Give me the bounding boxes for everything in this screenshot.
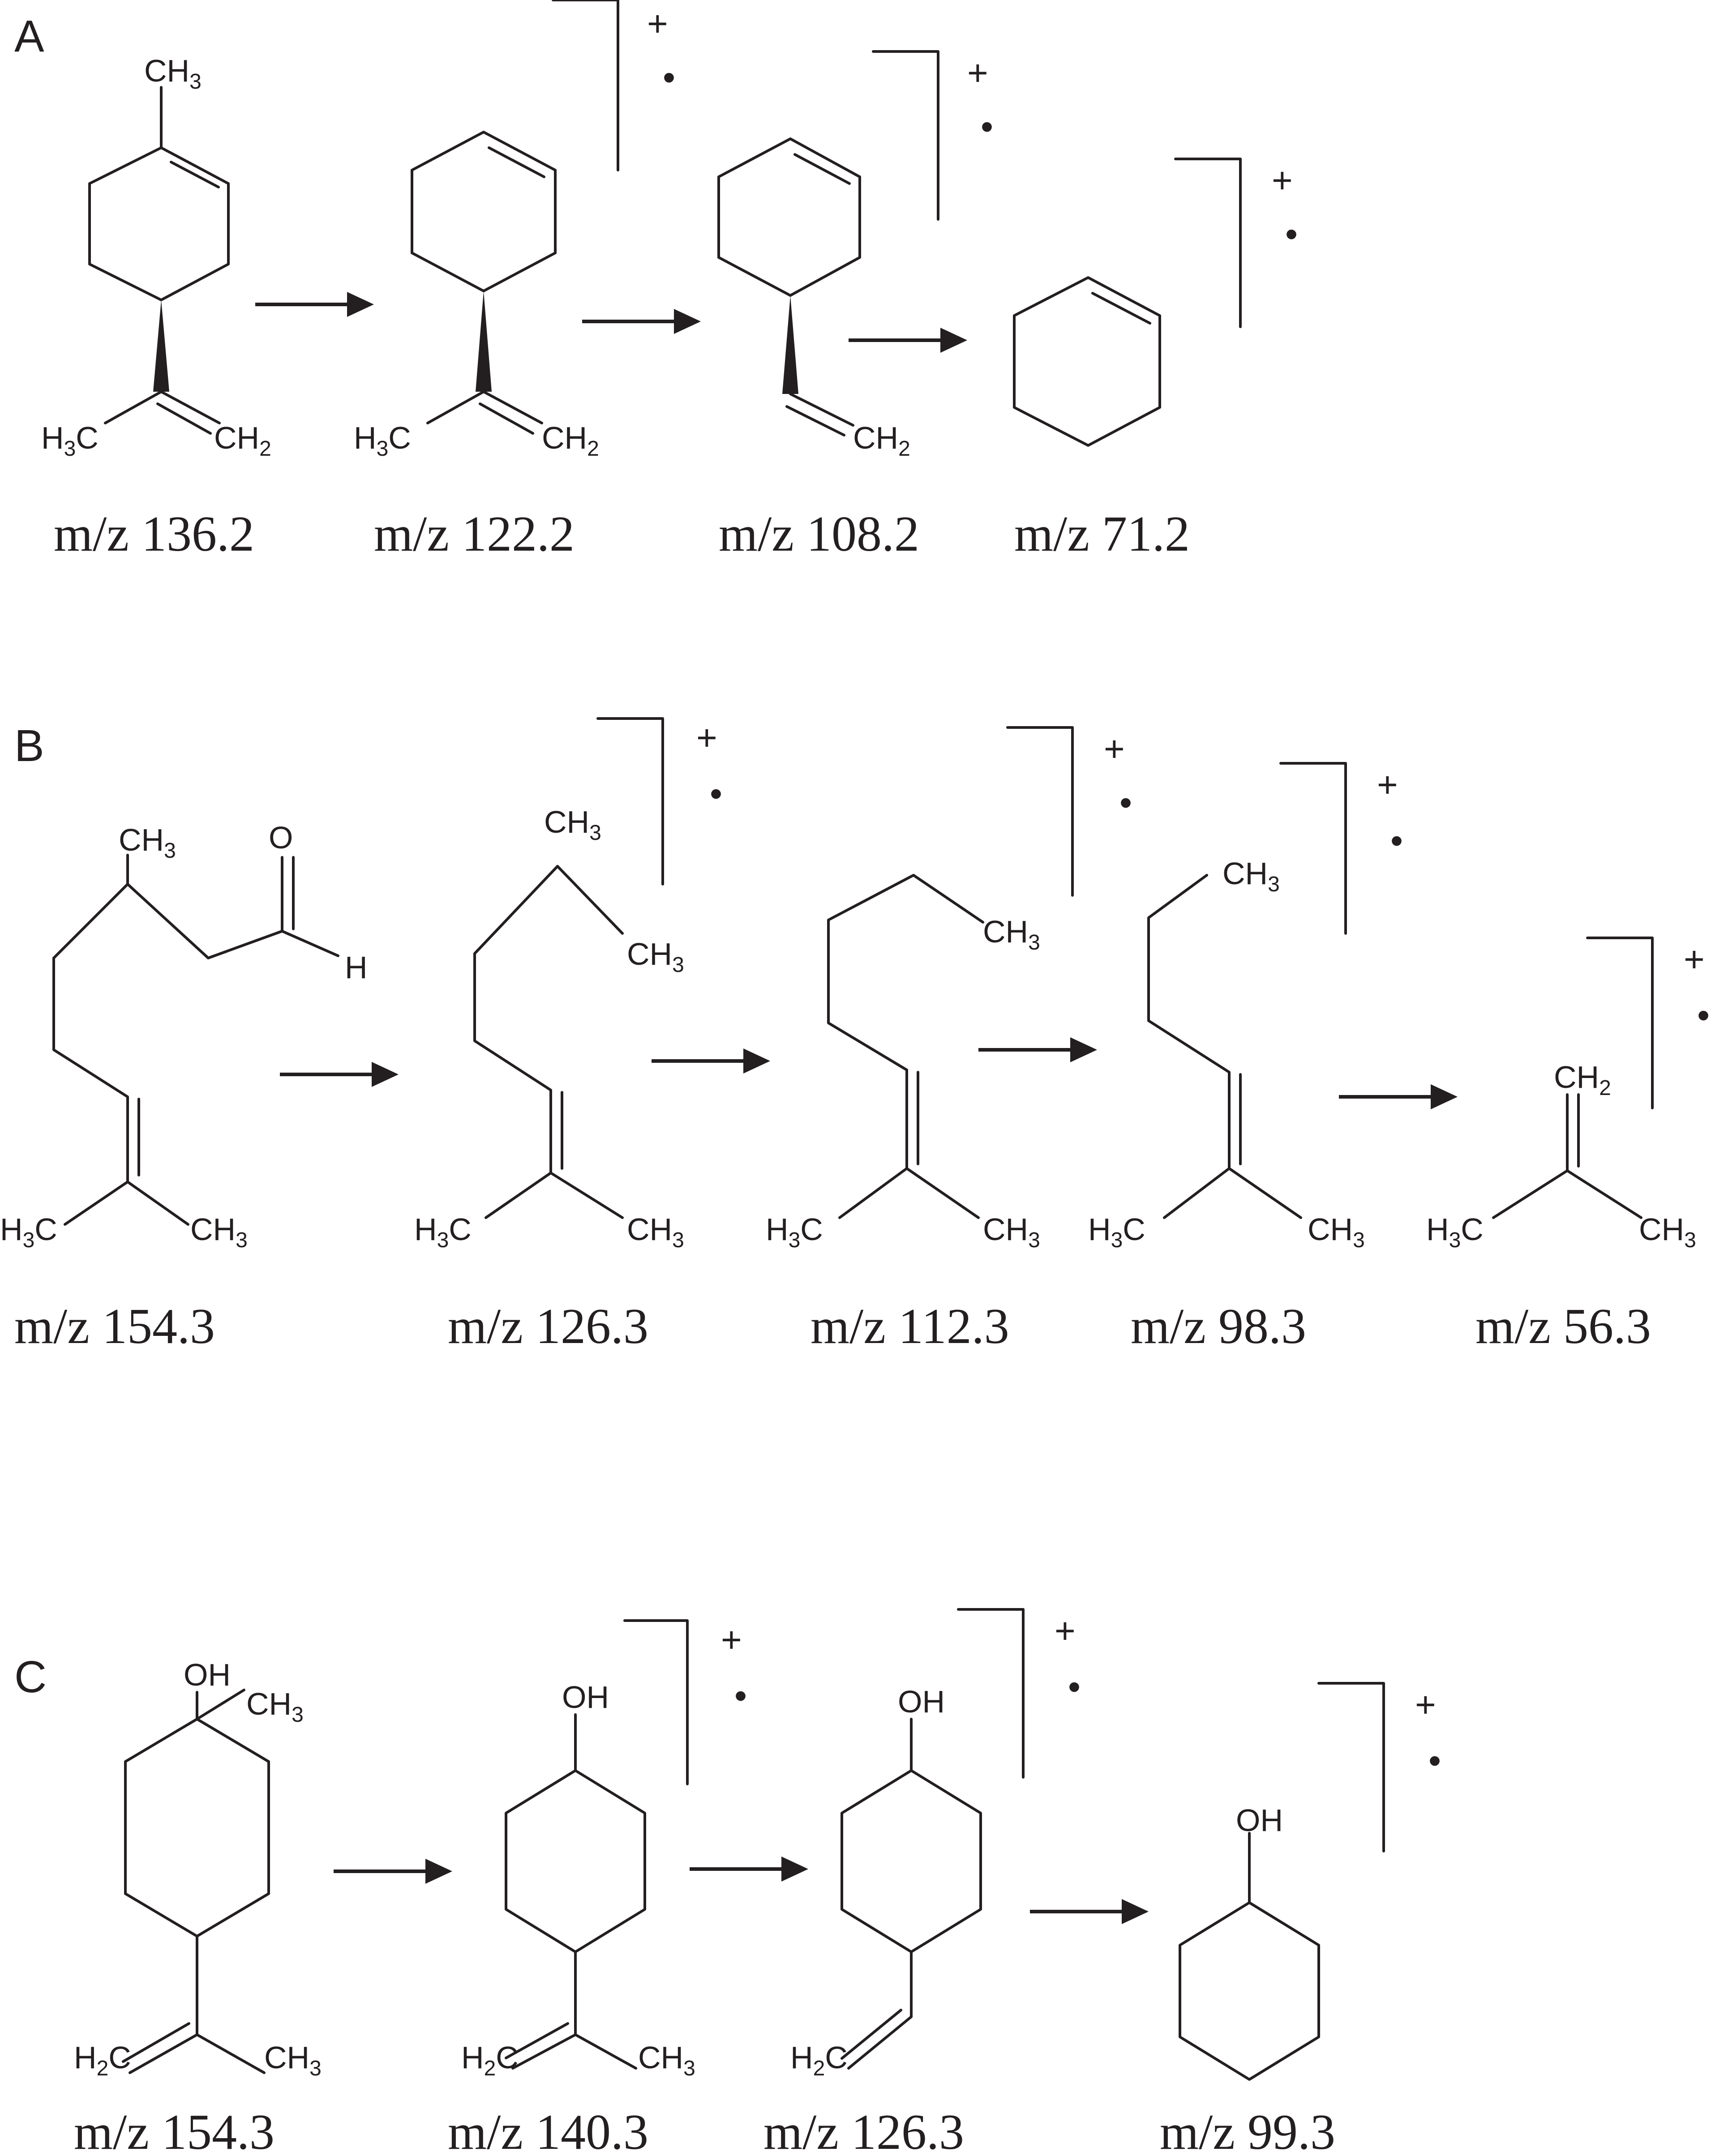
mz-label: m/z 108.2 [719,506,919,562]
radical-dot: • [1119,783,1132,822]
reaction-arrow [1030,1899,1149,1924]
atom-label: H [345,950,368,985]
charge-sign: + [1415,1685,1436,1724]
atom-label: CH3 [544,804,601,845]
reaction-arrow [255,292,374,317]
atom-label: O [269,820,293,855]
atom-label: CH2 [214,420,271,461]
atom-label: OH [898,1684,945,1719]
atom-label: H2C [74,2040,131,2080]
structure-a4: + • [1013,158,1298,447]
structure-a2: H3C CH2 + • [354,0,675,461]
panel-c: C OH CH3 H2C CH3 OH H2C CH3 [14,1608,1441,2156]
atom-label: CH3 [638,2040,695,2080]
structure-c2: OH H2C CH3 + • [461,1619,747,2080]
structure-c1: OH CH3 H2C CH3 [74,1657,322,2080]
atom-label: H3C [414,1212,472,1252]
atom-label: OH [184,1657,231,1692]
atom-label: OH [1236,1803,1283,1838]
atom-label: CH3 [1308,1212,1365,1252]
atom-label: H3C [1088,1212,1145,1252]
atom-label: CH3 [983,1212,1040,1252]
mz-label: m/z 99.3 [1160,2105,1335,2154]
radical-dot: • [1285,214,1298,254]
charge-sign: + [1684,939,1705,979]
charge-sign: + [647,4,668,43]
atom-label: CH2 [1554,1060,1611,1100]
mz-label: m/z 112.3 [811,1299,1009,1354]
reaction-arrow [1339,1084,1458,1109]
charge-sign: + [696,718,717,757]
atom-label: CH3 [246,1686,304,1727]
panel-letter-b: B [14,721,44,771]
radical-dot: • [1068,1667,1081,1707]
atom-label: OH [562,1680,609,1715]
mz-label: m/z 126.3 [763,2105,964,2154]
atom-label: H3C [354,420,411,461]
atom-label: H3C [0,1212,57,1252]
charge-sign: + [1272,160,1293,200]
atom-label: CH3 [190,1212,248,1252]
charge-sign: + [1377,765,1398,804]
mz-label: m/z 122.2 [374,506,575,562]
atom-label: H2C [790,2040,848,2080]
structure-b4: CH3 H3C CH3 + • [1088,762,1403,1252]
reaction-arrow [280,1062,399,1087]
reaction-arrow [334,1859,452,1884]
panel-letter-a: A [14,11,44,61]
reaction-arrow [978,1037,1097,1062]
radical-dot: • [663,57,675,97]
atom-label: H3C [766,1212,823,1252]
mz-label: m/z 98.3 [1131,1299,1306,1354]
panel-letter-c: C [14,1652,47,1702]
structure-b2: CH3 CH3 H3C CH3 + • [414,717,722,1252]
structure-b5: CH2 H3C CH3 + • [1426,937,1710,1252]
atom-label: CH3 [1639,1212,1696,1252]
charge-sign: + [721,1620,742,1660]
atom-label: CH2 [542,420,599,461]
structure-b3: CH3 H3C CH3 + • [766,726,1132,1252]
radical-dot: • [734,1676,747,1715]
mz-label: m/z 140.3 [448,2105,648,2154]
reaction-arrow [849,328,967,353]
atom-label: CH3 [1222,856,1280,896]
structure-b1-citronellal: CH3 O H H3C CH3 [0,820,368,1252]
radical-dot: • [981,107,993,146]
structure-a3: CH2 + • [717,50,993,461]
radical-dot: • [1697,995,1710,1035]
reaction-arrow [582,309,701,334]
structure-c3: OH H2C + • [790,1608,1081,2080]
atom-label: H3C [1426,1212,1484,1252]
atom-label: CH3 [627,937,684,977]
atom-label: H3C [41,420,99,461]
radical-dot: • [1428,1741,1441,1780]
atom-label: CH3 [119,822,176,863]
reaction-arrow [652,1048,770,1074]
mz-label: m/z 154.3 [74,2105,274,2154]
atom-label: CH3 [144,53,202,94]
panel-b: B CH3 O H H3C CH3 CH3 CH3 H3C CH3 [0,717,1710,1354]
mz-label: m/z 56.3 [1475,1299,1651,1354]
mz-label: m/z 126.3 [448,1299,648,1354]
charge-sign: + [1055,1611,1076,1651]
mz-label: m/z 71.2 [1014,506,1190,562]
charge-sign: + [967,53,988,93]
structure-a1-limonene: CH3 H3C CH2 [41,53,271,461]
radical-dot: • [1390,821,1403,860]
charge-sign: + [1104,729,1125,769]
mz-label: m/z 136.2 [54,506,254,562]
structure-c4: OH + • [1179,1682,1441,2081]
atom-label: CH2 [853,420,910,461]
mz-label: m/z 154.3 [14,1299,215,1354]
atom-label: CH3 [627,1212,684,1252]
atom-label: H2C [461,2040,519,2080]
radical-dot: • [710,774,722,813]
reaction-arrow [690,1857,808,1882]
atom-label: CH3 [983,914,1040,954]
atom-label: CH3 [264,2040,322,2080]
panel-a: A CH3 H3C CH2 H3C CH2 + • [14,0,1298,562]
